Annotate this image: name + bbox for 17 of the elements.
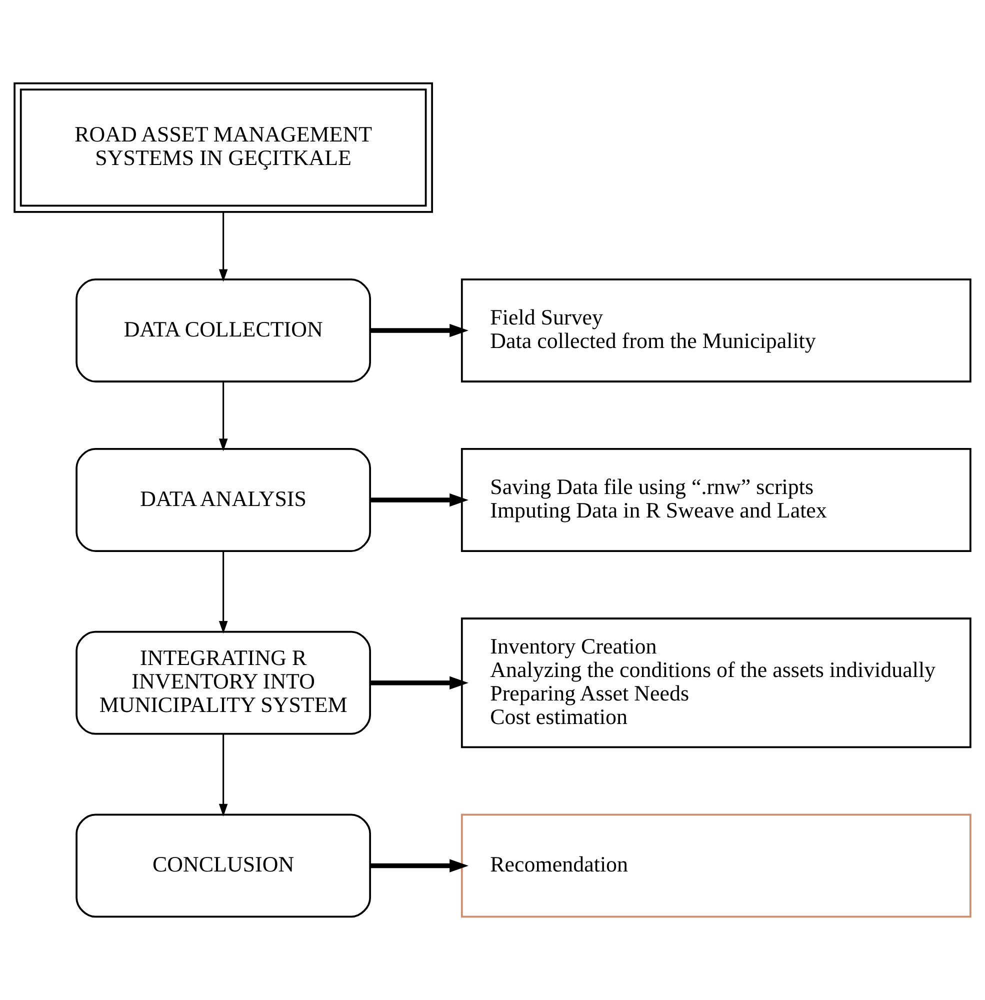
node-box: DATA ANALYSIS [76,448,372,552]
node-box: ROAD ASSET MANAGEMENT SYSTEMS IN GEÇITKALE [14,82,434,213]
node-box: Recomendation [460,814,972,918]
arrow [218,212,228,282]
node-box: Field Survey Data collected from the Municipality [460,278,972,382]
arrow [218,551,228,634]
arrow [370,493,468,507]
node-box: CONCLUSION [76,814,372,918]
arrow [218,382,228,452]
arrow [370,676,468,690]
arrow [218,734,228,816]
arrow [370,859,468,872]
node-box: DATA COLLECTION [76,278,372,382]
node-box: INTEGRATING R INVENTORY INTO MUNICIPALITY SYSTEM [76,630,372,735]
node-box: Inventory Creation Analyzing the conditions of the assets individually Preparing Asset Needs Cost estimation [460,618,972,748]
arrow [370,324,468,338]
node-box: Saving Data file using “.rnw” scripts Imputing Data in R Sweave and Latex [460,448,972,552]
